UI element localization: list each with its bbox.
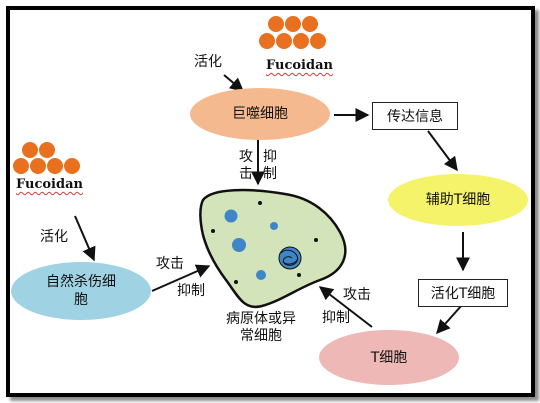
transmit-info-box: 传达信息	[372, 102, 458, 130]
activate-t-box: 活化T细胞	[418, 279, 508, 307]
pathogen-label: 病原体或异常细胞	[226, 311, 296, 344]
macrophage-label: 巨噬细胞	[232, 106, 288, 122]
pathogen-cell	[199, 188, 347, 309]
activate-label-top: 活化	[194, 54, 222, 70]
vesicle	[270, 222, 278, 230]
dot	[211, 229, 215, 233]
t-cell-node: T细胞	[319, 330, 459, 385]
activate-label-left: 活化	[40, 229, 68, 245]
arrow-activate-to-tcell	[436, 304, 463, 335]
vesicle	[224, 209, 238, 223]
macrophage-node: 巨噬细胞	[190, 88, 330, 140]
helper-t-label: 辅助T细胞	[425, 192, 491, 208]
macrophage-attack-label: 攻击	[239, 149, 253, 182]
fucoidan-label-top: Fucoidan	[266, 58, 333, 73]
t-cell-label: T细胞	[370, 349, 408, 366]
nk-inhibit-label: 抑制	[177, 283, 205, 299]
helper-t-node: 辅助T细胞	[388, 174, 528, 226]
nk-cell-label: 自然杀伤细胞	[46, 274, 116, 308]
dot	[234, 280, 238, 284]
t-inhibit-label: 抑制	[322, 310, 350, 326]
macrophage-inhibit-label: 抑制	[263, 149, 277, 182]
fucoidan-particles-left	[13, 142, 80, 174]
dot	[297, 273, 301, 277]
activate-t-label: 活化T细胞	[430, 286, 496, 302]
dot	[258, 201, 262, 205]
arrow-fucoidan-to-nk	[74, 215, 96, 262]
nk-attack-label: 攻击	[156, 256, 184, 272]
fucoidan-label-left: Fucoidan	[16, 177, 83, 192]
vesicle	[256, 270, 266, 280]
arrow-nk-to-pathogen	[151, 264, 211, 292]
arrow-tcell-to-pathogen	[318, 286, 373, 328]
dot	[314, 238, 318, 242]
arrow-info-to-helper	[427, 130, 458, 172]
fucoidan-particles-top	[259, 16, 326, 49]
vesicle	[232, 238, 246, 252]
nucleus	[278, 246, 302, 270]
transmit-info-label: 传达信息	[387, 109, 443, 125]
nk-cell-node: 自然杀伤细胞	[11, 262, 151, 320]
t-attack-label: 攻击	[343, 287, 371, 303]
